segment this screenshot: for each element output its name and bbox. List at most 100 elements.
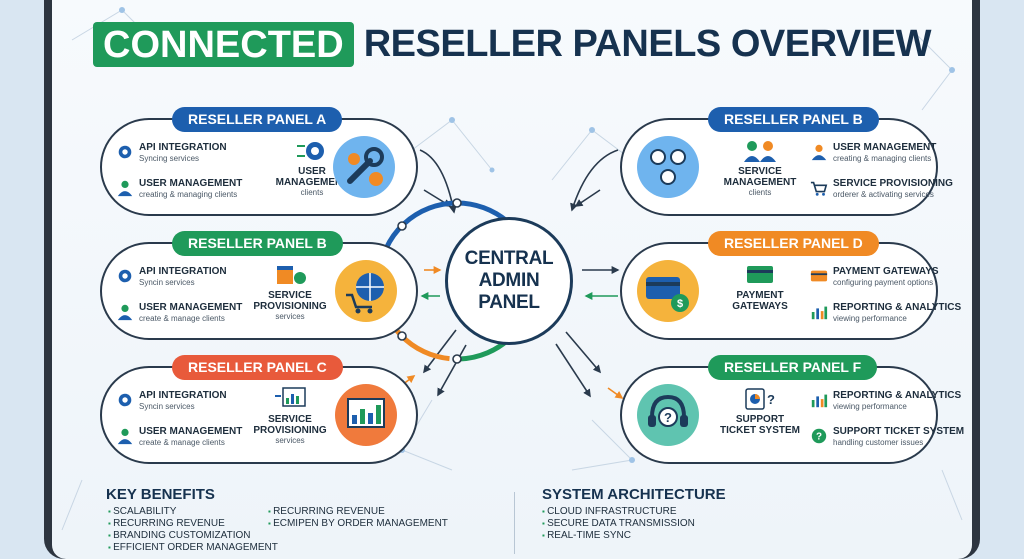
payment-card-icon	[747, 266, 773, 283]
benefit-item: SCALABILITY	[108, 506, 278, 518]
panel-f-item-1-sub: viewing performance	[833, 402, 907, 411]
panel-b-right-mid-l2: MANAGEMENT	[723, 177, 797, 188]
benefit-item: ECMIPEN BY ORDER MANAGEMENT	[268, 518, 448, 530]
panel-c-tag: RESELLER PANEL C	[172, 355, 343, 380]
panel-b-right-item-2-label: SERVICE PROVISIONING	[833, 178, 953, 189]
architecture-item: CLOUD INFRASTRUCTURE	[542, 506, 695, 518]
credit-card-icon: $	[637, 260, 699, 322]
reseller-panel-f: RESELLER PANEL F ? ? SUPPORT TICKET SYST…	[620, 355, 964, 464]
title-highlight: CONNECTED	[93, 22, 354, 67]
panel-b-left-mid-l1: SERVICE	[268, 290, 312, 301]
infographic-sheet: CONNECTED RESELLER PANELS OVERVIEW CENTR…	[52, 0, 972, 559]
store-gear-icon	[277, 266, 306, 284]
title-rest: RESELLER PANELS OVERVIEW	[363, 23, 932, 65]
ticket-chart-icon: ?	[745, 388, 775, 410]
panel-c-item-1-sub: Syncin services	[139, 402, 195, 411]
system-architecture-title: SYSTEM ARCHITECTURE	[542, 486, 726, 503]
gear-icon	[118, 269, 132, 283]
gears-sync-icon	[297, 142, 324, 160]
background-dots	[119, 7, 955, 463]
svg-text:?: ?	[816, 432, 822, 443]
panel-c-item-2-label: USER MANAGEMENT	[139, 426, 243, 437]
svg-text:?: ?	[664, 410, 672, 425]
panel-d-mid: PAYMENT GATEWAYS	[712, 262, 808, 312]
panel-b-left-item-2-sub: create & manage clients	[139, 314, 225, 323]
user-icon	[117, 304, 133, 321]
panel-a-mid-l1: USER	[298, 166, 326, 177]
panel-b-right-item-1-label: USER MANAGEMENT	[833, 142, 937, 153]
panel-a-item-2-label: USER MANAGEMENT	[139, 178, 243, 189]
panel-b-left-tag: RESELLER PANEL B	[172, 231, 343, 256]
benefit-item: EFFICIENT ORDER MANAGEMENT	[108, 542, 278, 554]
panel-b-left-mid-sub: services	[275, 312, 305, 321]
panel-a-mid: USER MANAGEMENT clients	[264, 138, 360, 197]
panel-f-item-2-label: SUPPORT TICKET SYSTEM	[833, 426, 965, 437]
user-icon	[117, 180, 133, 197]
panel-a-item-1-label: API INTEGRATION	[139, 142, 227, 153]
wrench-gears-icon	[333, 136, 395, 198]
panel-d-mid-l2: GATEWAYS	[732, 301, 788, 312]
panel-d-item-1-label: PAYMENT GATEWAYS	[833, 266, 939, 277]
panel-f-mid-l1: SUPPORT	[735, 414, 785, 425]
panel-b-right-mid: SERVICE MANAGEMENT clients	[712, 138, 808, 197]
panel-d-item-2-sub: viewing performance	[833, 314, 907, 323]
svg-text:$: $	[677, 298, 683, 310]
architecture-item: SECURE DATA TRANSMISSION	[542, 518, 695, 530]
benefit-item: BRANDING CUSTOMIZATION	[108, 530, 278, 542]
panel-f-item-2-sub: handling customer issues	[833, 438, 924, 447]
central-line-3: PANEL	[478, 292, 540, 313]
panel-f-tag: RESELLER PANEL F	[708, 355, 878, 380]
reseller-panel-d: RESELLER PANEL D $ PAYMENT GATEWAYS PAYM…	[620, 231, 961, 340]
panel-d-item-2-label: REPORTING & ANALYTICS	[833, 302, 962, 313]
architecture-list: CLOUD INFRASTRUCTURE SECURE DATA TRANSMI…	[542, 506, 695, 542]
key-benefits-title: KEY BENEFITS	[106, 486, 215, 503]
user-icon	[811, 144, 827, 161]
panel-f-item-1-label: REPORTING & ANALYTICS	[833, 390, 962, 401]
panel-c-mid-l2: PROVISIONING	[253, 425, 327, 436]
panel-f-mid-l2: TICKET SYSTEM	[719, 425, 800, 436]
central-line-1: CENTRAL	[464, 248, 554, 269]
chart-sync-icon	[275, 387, 306, 407]
support-headset-icon: ?	[637, 384, 699, 446]
gear-icon	[118, 393, 132, 407]
help-icon: ?	[811, 428, 827, 444]
panel-a-tag: RESELLER PANEL A	[172, 107, 343, 132]
page-title: CONNECTED RESELLER PANELS OVERVIEW	[52, 22, 972, 67]
central-admin-panel: CENTRAL ADMIN PANEL	[445, 217, 573, 345]
user-icon	[117, 428, 133, 445]
gear-icon	[118, 145, 132, 159]
panel-a-item-1-sub: Syncing services	[139, 154, 200, 163]
panel-b-left-item-1-label: API INTEGRATION	[139, 266, 227, 277]
benefit-item: RECURRING REVENUE	[108, 518, 278, 530]
panel-b-right-mid-l1: SERVICE	[738, 166, 782, 177]
benefit-item: RECURRING REVENUE	[268, 506, 448, 518]
panel-d-item-1-sub: configuring payment options	[833, 278, 934, 287]
panel-b-left-item-2-label: USER MANAGEMENT	[139, 302, 243, 313]
bar-chart-icon	[811, 306, 828, 320]
footer-divider	[514, 492, 515, 554]
central-line-2: ADMIN	[478, 270, 540, 291]
team-icon	[744, 141, 776, 162]
architecture-item: REAL-TIME SYNC	[542, 530, 695, 542]
benefits-list-2: RECURRING REVENUE ECMIPEN BY ORDER MANAG…	[268, 506, 448, 530]
panel-d-mid-l1: PAYMENT	[736, 290, 784, 301]
panel-c-mid-l1: SERVICE	[268, 414, 312, 425]
panel-b-left-mid-l2: PROVISIONING	[253, 301, 327, 312]
svg-text:?: ?	[767, 392, 775, 407]
panel-b-right-mid-sub: clients	[748, 188, 772, 197]
panel-b-right-item-2-sub: orderer & activating services	[833, 190, 934, 199]
panel-c-item-2-sub: create & manage clients	[139, 438, 225, 447]
panel-d-tag: RESELLER PANEL D	[708, 231, 879, 256]
